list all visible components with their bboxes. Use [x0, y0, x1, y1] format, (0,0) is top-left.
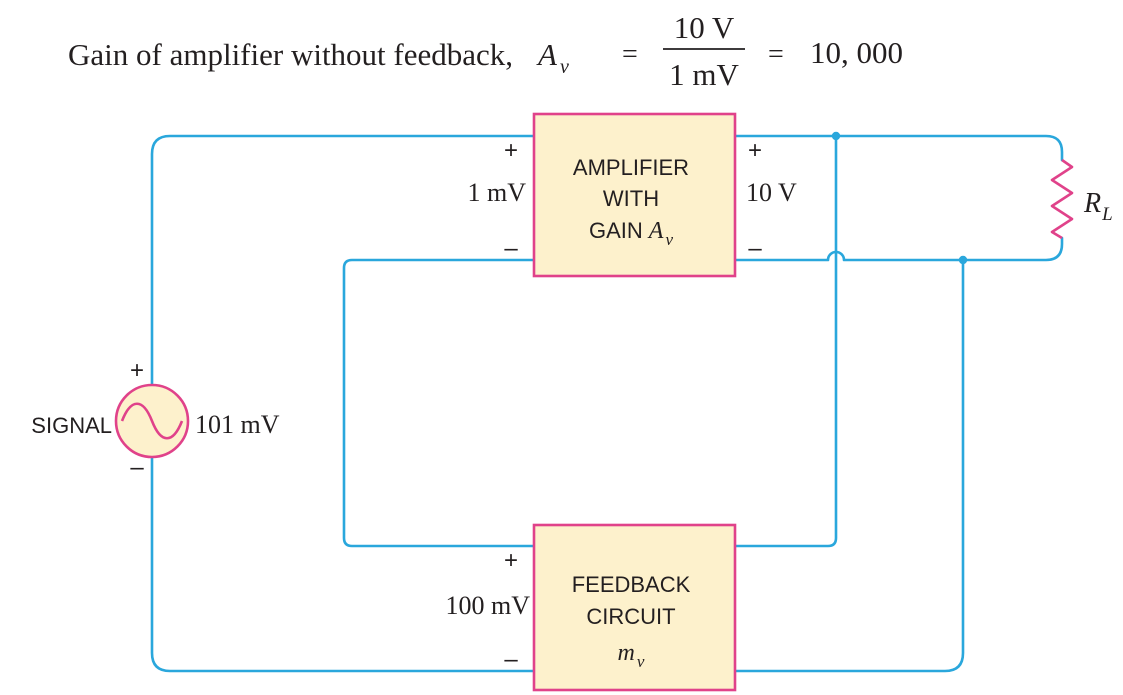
wire-output-bottom — [733, 236, 1064, 262]
equals-sign-2: = — [768, 39, 784, 70]
junction-dot-bottom — [958, 255, 968, 265]
wire-input-top — [150, 134, 535, 386]
amplifier-input-voltage: 1 mV — [468, 178, 527, 207]
fraction-numerator: 10 V — [674, 10, 735, 45]
circuit-wires — [150, 134, 1064, 673]
equals-sign-1: = — [622, 39, 638, 70]
wire-feedback-sense — [733, 134, 838, 548]
signal-source: + – SIGNAL 101 mV — [31, 357, 279, 481]
feedback-label-line2: CIRCUIT — [586, 604, 675, 629]
junction-dot-top — [831, 131, 841, 141]
equation-symbol-main: A — [536, 37, 558, 72]
amplifier-label-line2: WITH — [603, 186, 659, 211]
signal-minus: – — [130, 454, 144, 481]
feedback-subscript: v — [637, 652, 645, 671]
signal-plus: + — [130, 357, 144, 384]
amplifier-gain-word: GAIN — [589, 218, 643, 243]
feedback-label-line1: FEEDBACK — [572, 572, 691, 597]
feedback-voltage: 100 mV — [446, 591, 531, 620]
fraction-denominator: 1 mV — [669, 57, 739, 92]
wire-inner-loop — [342, 258, 535, 548]
equation-symbol-sub: v — [560, 56, 569, 78]
amplifier-gain-symbol: A — [647, 218, 664, 244]
resistor-zigzag-icon — [1050, 158, 1074, 240]
sine-wave-icon — [120, 402, 184, 440]
amplifier-input-plus: + — [504, 137, 518, 164]
amplifier-output-voltage: 10 V — [746, 178, 797, 207]
load-symbol: R — [1083, 188, 1101, 219]
load-resistor-label: RL — [1083, 188, 1113, 225]
gain-result: 10, 000 — [810, 35, 903, 70]
load-subscript: L — [1101, 204, 1113, 225]
amplifier-gain-subscript: v — [665, 230, 673, 249]
wire-output-top — [733, 134, 1064, 162]
equation-text: Gain of amplifier without feedback, — [68, 37, 513, 72]
load-resistor: RL — [1050, 158, 1113, 240]
amplifier-output-plus: + — [748, 137, 762, 164]
feedback-minus: – — [504, 646, 518, 673]
wire-feedback-return — [733, 258, 965, 673]
amplifier-output-minus: – — [748, 235, 762, 262]
signal-voltage: 101 mV — [195, 410, 280, 439]
amplifier-input-minus: – — [504, 235, 518, 262]
signal-label: SIGNAL — [31, 413, 112, 438]
wire-signal-bottom — [150, 456, 535, 673]
amplifier-label-line1: AMPLIFIER — [573, 155, 689, 180]
feedback-box — [532, 523, 737, 692]
amplifier-box — [532, 112, 737, 278]
feedback-symbol: m — [618, 640, 635, 666]
feedback-plus: + — [504, 547, 518, 574]
